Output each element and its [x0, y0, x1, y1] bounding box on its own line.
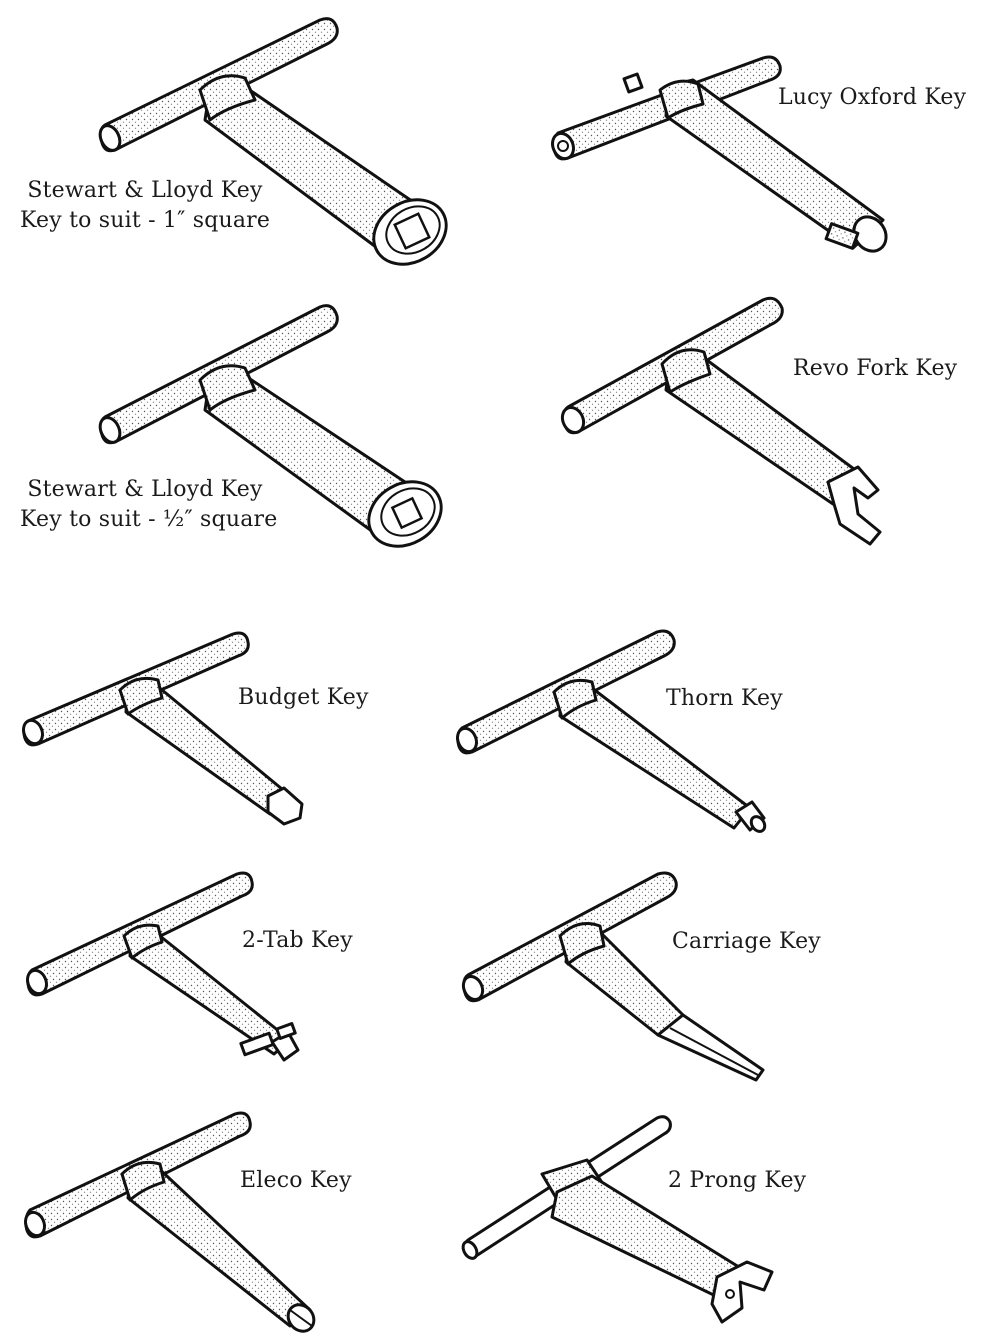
budget-key-icon	[22, 631, 304, 826]
budget-label: Budget Key	[238, 683, 369, 713]
revo-fork-key-icon	[560, 296, 882, 546]
budget-line-1: Budget Key	[238, 685, 369, 710]
lucy-oxford-line-1: Lucy Oxford Key	[778, 85, 967, 110]
eleco-label: Eleco Key	[240, 1166, 352, 1196]
two-tab-key-icon	[26, 871, 300, 1062]
lucy-oxford-key-icon	[551, 55, 888, 253]
thorn-label: Thorn Key	[666, 684, 783, 714]
carriage-line-1: Carriage Key	[672, 929, 821, 954]
stewart-lloyd-1in-key-icon	[98, 17, 448, 266]
stewart-lloyd-1in-line-1: Stewart & Lloyd Key	[27, 178, 263, 203]
thorn-key-icon	[456, 629, 767, 833]
stewart-lloyd-half-label: Stewart & Lloyd Key Key to suit - ½″ squ…	[20, 475, 278, 535]
stewart-lloyd-1in-line-2: Key to suit - 1″ square	[20, 208, 271, 233]
revo-fork-line-1: Revo Fork Key	[793, 356, 958, 381]
two-tab-line-1: 2-Tab Key	[242, 928, 353, 953]
stewart-lloyd-half-key-icon	[98, 304, 443, 548]
thorn-line-1: Thorn Key	[666, 686, 783, 711]
stewart-lloyd-half-line-2: Key to suit - ½″ square	[20, 507, 278, 532]
two-prong-key-icon	[461, 1115, 774, 1324]
two-prong-label: 2 Prong Key	[668, 1166, 806, 1196]
two-prong-line-1: 2 Prong Key	[668, 1168, 807, 1193]
lucy-oxford-label: Lucy Oxford Key	[778, 83, 966, 113]
carriage-key-icon	[461, 871, 765, 1082]
stewart-lloyd-1in-label: Stewart & Lloyd Key Key to suit - 1″ squ…	[20, 176, 270, 236]
stewart-lloyd-half-line-1: Stewart & Lloyd Key	[27, 477, 263, 502]
eleco-line-1: Eleco Key	[240, 1168, 352, 1193]
revo-fork-label: Revo Fork Key	[793, 354, 957, 384]
eleco-key-icon	[24, 1111, 316, 1333]
two-tab-label: 2-Tab Key	[242, 926, 353, 956]
carriage-label: Carriage Key	[672, 927, 821, 957]
